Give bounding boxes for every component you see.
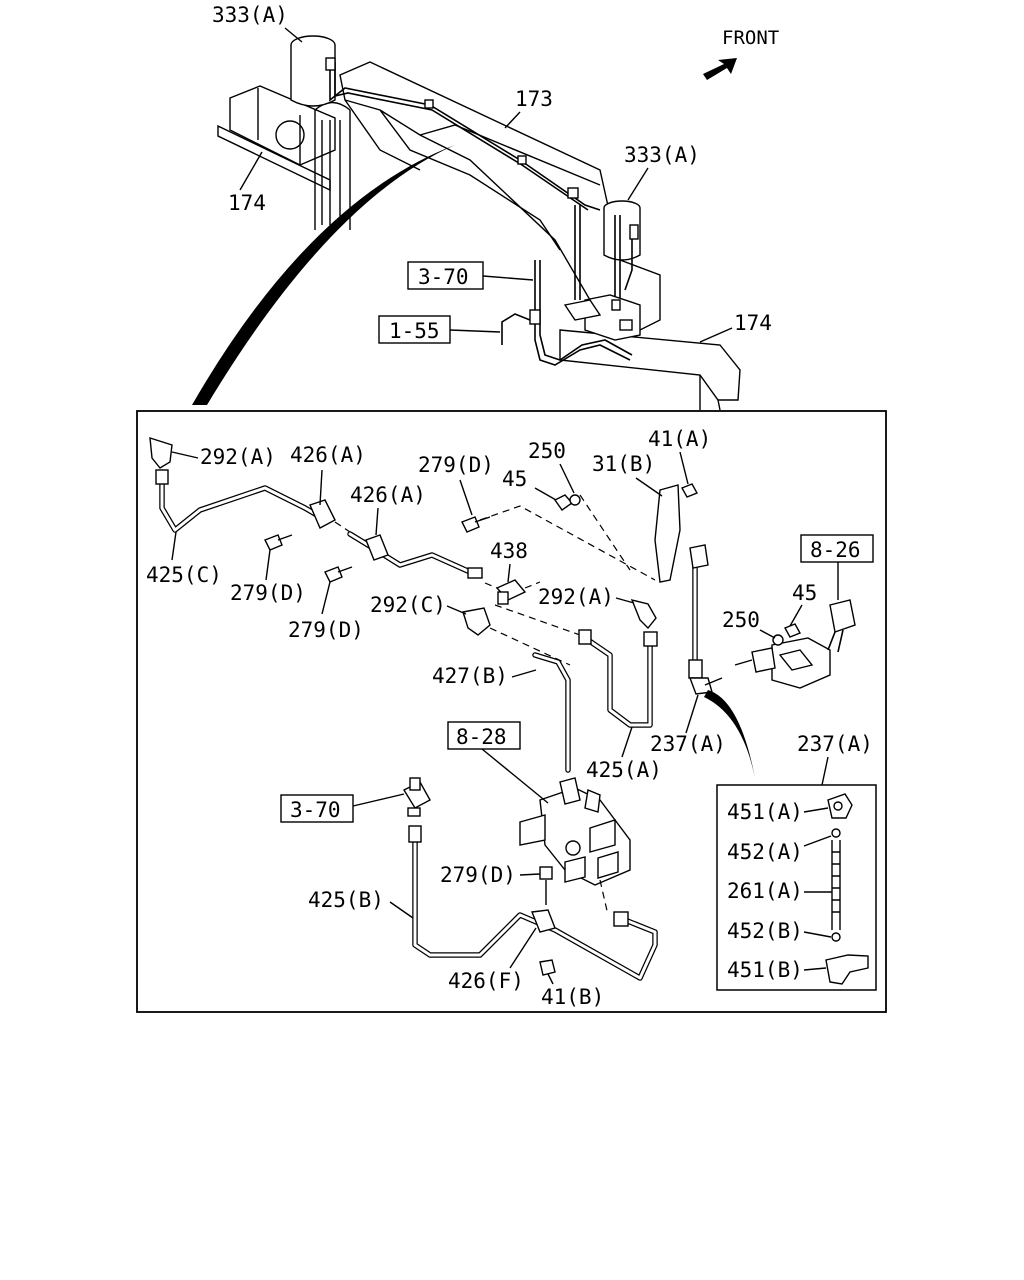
ref-3-70-top: 3-70 (418, 265, 469, 289)
ref-3-70-bottom: 3-70 (290, 798, 341, 822)
label-333a-top: 333(A) (212, 3, 288, 27)
label-279d-b: 279(D) (288, 618, 364, 642)
label-292c: 292(C) (370, 593, 446, 617)
label-451b: 451(B) (727, 958, 803, 982)
label-292a-top: 292(A) (200, 445, 276, 469)
label-333a-right: 333(A) (624, 143, 700, 167)
label-426a-1: 426(A) (290, 443, 366, 467)
label-279d-a: 279(D) (230, 581, 306, 605)
label-427b: 427(B) (432, 664, 508, 688)
label-41b: 41(B) (541, 985, 604, 1009)
detail-frame (136, 410, 887, 1013)
ref-box-1-55 (378, 315, 451, 344)
ref-1-55: 1-55 (389, 319, 440, 343)
label-279d-bottom: 279(D) (440, 863, 516, 887)
label-237a-mid: 237(A) (650, 732, 726, 756)
label-292a-mid: 292(A) (538, 585, 614, 609)
label-261a: 261(A) (727, 879, 803, 903)
front-arrow-icon (703, 58, 737, 80)
callout-swoop (192, 145, 455, 405)
ref-box-3-70-top (407, 261, 484, 290)
label-45-right: 45 (792, 581, 817, 605)
label-173: 173 (515, 87, 553, 111)
ref-box-3-70-bottom (280, 794, 354, 823)
ref-box-8-28 (447, 721, 521, 750)
ref-8-28: 8-28 (456, 725, 507, 749)
label-174-right: 174 (734, 311, 772, 335)
label-438: 438 (490, 539, 528, 563)
label-426a-2: 426(A) (350, 483, 426, 507)
label-425b: 425(B) (308, 888, 384, 912)
label-250-right: 250 (722, 608, 760, 632)
label-250-top: 250 (528, 439, 566, 463)
label-425a: 425(A) (586, 758, 662, 782)
detail-assembly (149, 437, 856, 981)
label-174-left: 174 (228, 191, 266, 215)
label-425c: 425(C) (146, 563, 222, 587)
label-31b: 31(B) (592, 452, 655, 476)
front-label: FRONT (722, 27, 779, 49)
inset-237a-parts (825, 793, 869, 985)
label-279d-top: 279(D) (418, 453, 494, 477)
label-41a: 41(A) (648, 427, 711, 451)
label-452a: 452(A) (727, 840, 803, 864)
label-452b: 452(B) (727, 919, 803, 943)
label-45-top: 45 (502, 467, 527, 491)
overview-assembly (192, 35, 741, 411)
label-451a: 451(A) (727, 800, 803, 824)
ref-box-8-26 (800, 534, 874, 563)
ref-8-26: 8-26 (810, 538, 861, 562)
label-426f: 426(F) (448, 969, 524, 993)
label-237a-right: 237(A) (797, 732, 873, 756)
